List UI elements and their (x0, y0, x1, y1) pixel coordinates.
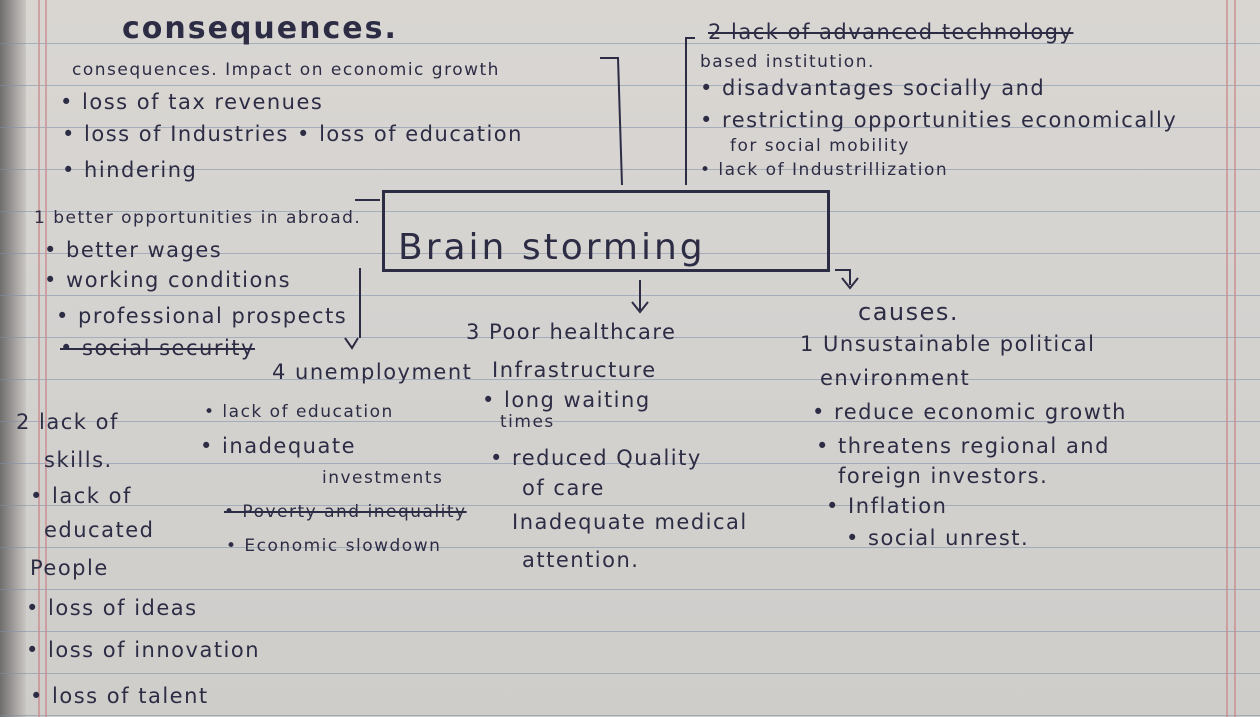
connector-top-right (685, 37, 695, 185)
healthcare-item: times (500, 412, 555, 432)
right-item: for social mobility (730, 136, 910, 156)
right-item: • lack of Industrillization (700, 160, 949, 180)
margin-rule (45, 0, 47, 717)
cause-title: 1 Unsustainable political (800, 332, 1096, 356)
unemployment-item: • inadequate (200, 434, 356, 458)
skills-item: 2 lack of (16, 410, 119, 434)
consequence-item: • hindering (62, 158, 198, 182)
arrow-down-left (344, 337, 359, 350)
healthcare-item: of care (522, 476, 605, 500)
consequence-item: • loss of tax revenues (60, 90, 324, 114)
unemployment-item: • Economic slowdown (226, 536, 442, 556)
healthcare-item: attention. (522, 548, 640, 572)
skills-item: educated (44, 518, 155, 542)
left-item: • working conditions (44, 268, 292, 292)
cause-item: foreign investors. (838, 464, 1049, 488)
cause-item: • Inflation (826, 494, 948, 518)
left-item: 1 better opportunities in abroad. (34, 208, 362, 228)
healthcare-item: Inadequate medical (512, 510, 748, 534)
unemployment-item: investments (322, 468, 444, 488)
healthcare-heading: 3 Poor healthcare (466, 320, 677, 344)
consequence-item: • loss of Industries • loss of education (62, 122, 523, 146)
connector-left (355, 199, 380, 338)
right-heading: 2 lack of advanced technology (708, 20, 1074, 44)
margin-rule (1234, 0, 1236, 717)
left-item: • professional prospects (56, 304, 348, 328)
unemployment-heading: 4 unemployment (272, 360, 473, 384)
left-item: • social security (60, 336, 255, 360)
causes-heading: causes. (858, 298, 960, 326)
cause-item: • reduce economic growth (812, 400, 1127, 424)
skills-item: • loss of ideas (26, 596, 198, 620)
skills-item: People (30, 556, 109, 580)
healthcare-item: Infrastructure (492, 358, 657, 382)
right-item: based institution. (700, 52, 875, 72)
cause-item: environment (820, 366, 971, 390)
healthcare-item: • reduced Quality (490, 446, 702, 470)
consequences-heading: consequences. Impact on economic growth (72, 60, 500, 80)
skills-item: • lack of (30, 484, 132, 508)
right-item: • restricting opportunities economically (700, 108, 1178, 132)
arrow-down-right (835, 269, 859, 290)
left-item: • better wages (44, 238, 223, 262)
margin-rule (1226, 0, 1228, 717)
brainstorm-center-box (382, 190, 830, 272)
connector-top-left (600, 57, 623, 186)
healthcare-item: • long waiting (482, 388, 651, 412)
unemployment-item: • lack of education (204, 402, 394, 422)
right-item: • disadvantages socially and (700, 76, 1046, 100)
cause-item: • threatens regional and (816, 434, 1110, 458)
skills-item: skills. (44, 448, 113, 472)
brainstorm-title: Brain storming (398, 227, 706, 268)
skills-item: • loss of innovation (26, 638, 261, 662)
skills-item: • loss of talent (30, 684, 209, 708)
arrow-down-center (631, 280, 649, 314)
margin-rule (38, 0, 40, 717)
page-title: consequences. (122, 11, 398, 46)
unemployment-item: • Poverty and inequality (224, 502, 467, 522)
cause-item: • social unrest. (846, 526, 1030, 550)
